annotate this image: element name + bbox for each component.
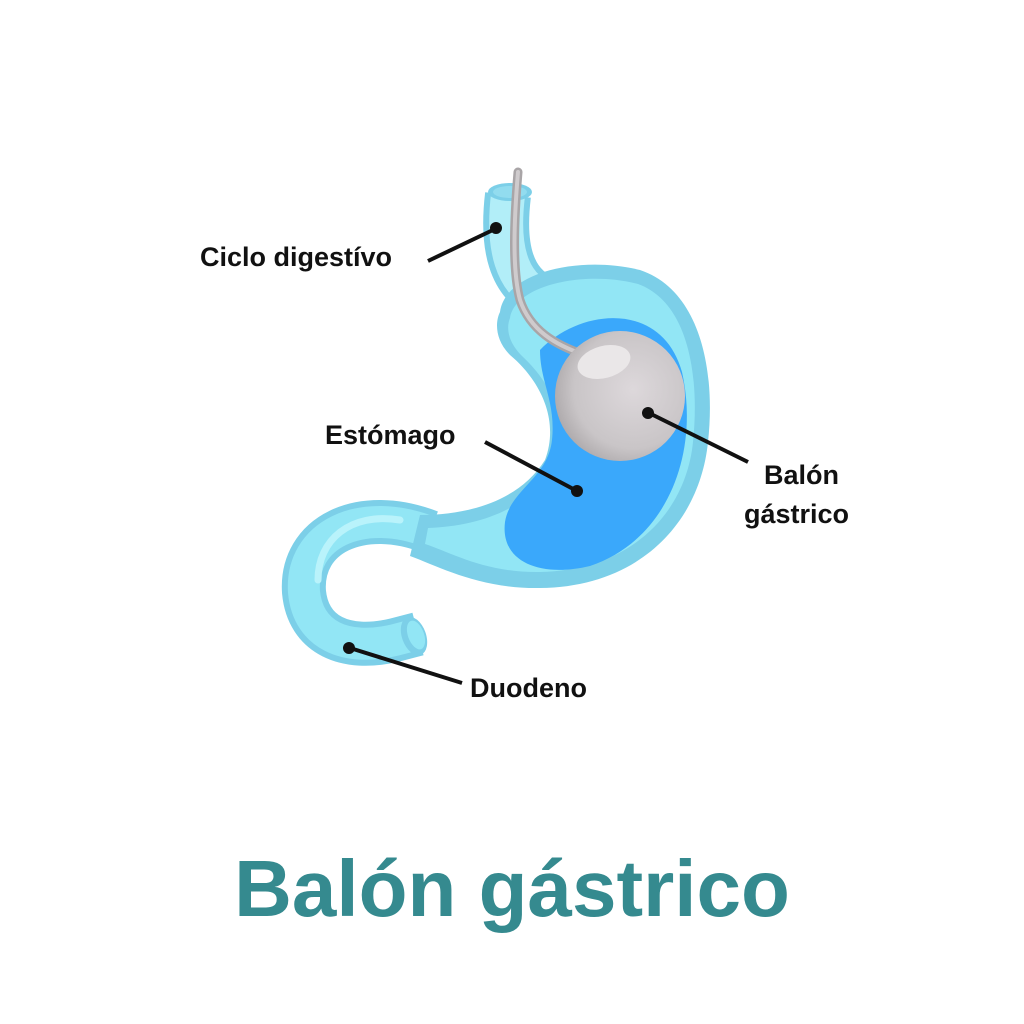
- label-balloon-line1: Balón: [764, 460, 839, 490]
- label-esophagus: Ciclo digestívo: [200, 242, 392, 272]
- marker-dot: [490, 222, 502, 234]
- page-title: Balón gástrico: [234, 844, 790, 933]
- duodenum-illustration: [281, 500, 438, 666]
- leader-lines: [343, 222, 749, 685]
- label-stomach: Estómago: [325, 420, 456, 450]
- label-duodenum: Duodeno: [470, 673, 587, 703]
- marker-dot: [571, 485, 583, 497]
- marker-dot: [343, 642, 355, 654]
- gastric-balloon: [555, 331, 685, 461]
- label-balloon-line2: gástrico: [744, 499, 849, 529]
- marker-dot: [642, 407, 654, 419]
